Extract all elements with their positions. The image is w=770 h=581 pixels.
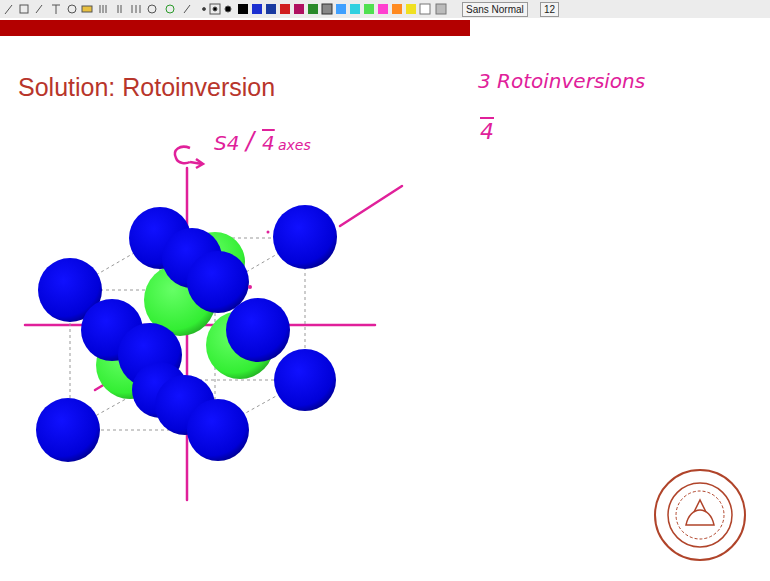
- institute-logo: [655, 470, 745, 560]
- slide-title: Solution: Rotoinversion: [18, 74, 275, 102]
- axis-lines: [25, 168, 402, 500]
- font-selector: Sans Normal: [462, 2, 528, 17]
- header-bar-end: [470, 20, 770, 36]
- axis-symbol: S4: [214, 132, 239, 154]
- toolbar: [0, 0, 770, 18]
- rotation-arrow: [175, 147, 203, 168]
- atom-spheres: [36, 205, 337, 462]
- slash: /: [246, 128, 254, 154]
- font-size-box: 12: [540, 2, 559, 17]
- handwritten-note: axes: [278, 138, 311, 153]
- axis-symbol: 4: [262, 132, 275, 154]
- handwritten-note: 3 Rotoinversions: [478, 70, 645, 92]
- color-palette: [238, 4, 446, 14]
- header-bar: [0, 20, 470, 36]
- pen-dot: [248, 285, 252, 289]
- toolbar-icons: [5, 4, 231, 14]
- axis-symbol: 4: [480, 120, 494, 144]
- pen-dot: [267, 231, 270, 234]
